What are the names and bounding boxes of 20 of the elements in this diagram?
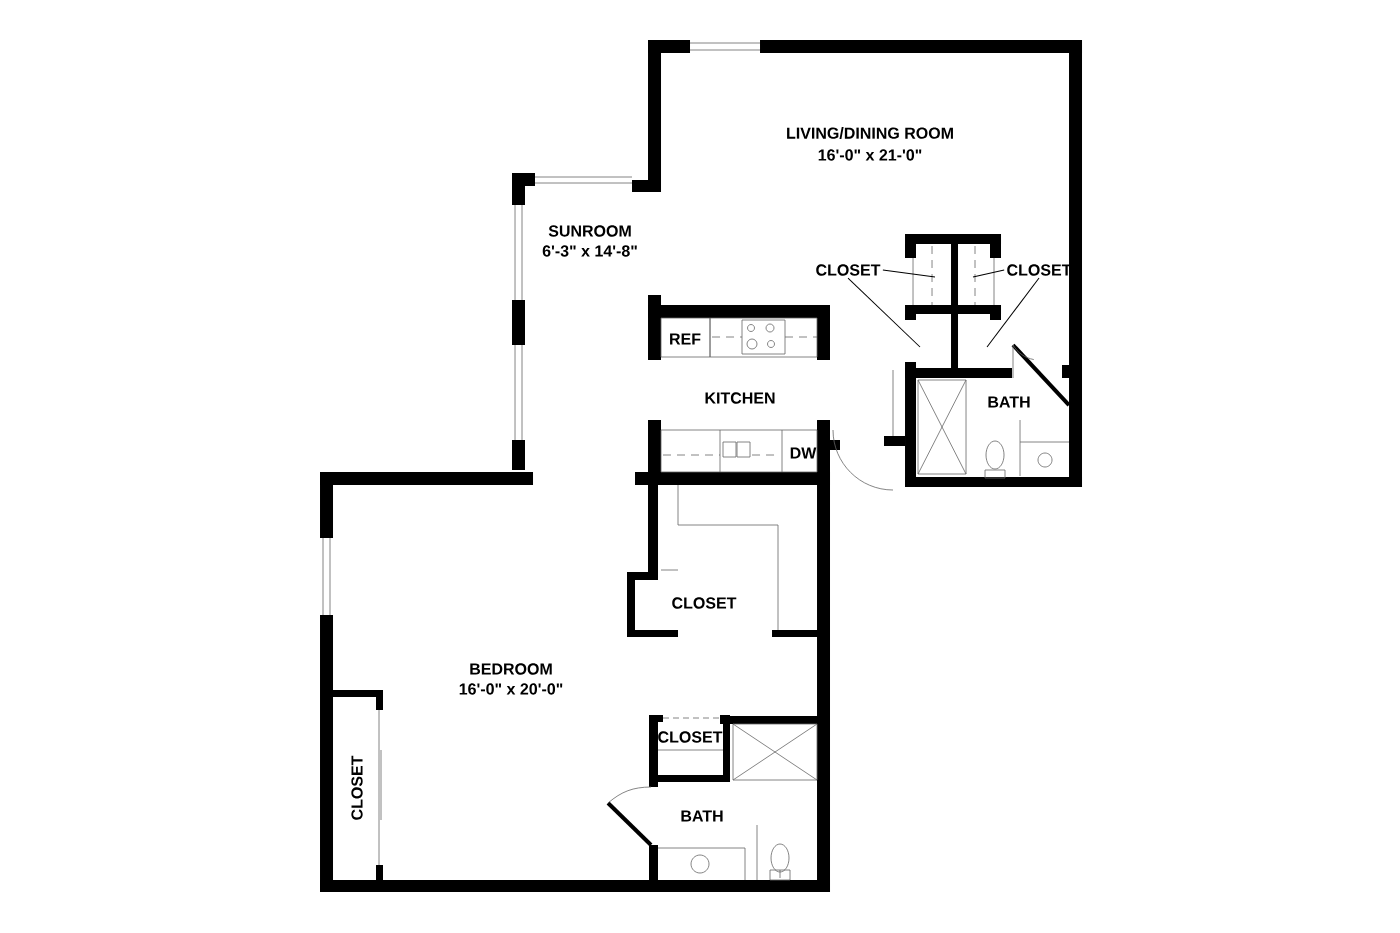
room-label: 6'-3" x 14'-8" bbox=[542, 245, 637, 257]
leader-line bbox=[847, 277, 921, 348]
room-label: 16'-0" x 21-'0" bbox=[818, 149, 922, 161]
room-label: REF bbox=[670, 333, 701, 345]
room-label: 16'-0" x 20'-0" bbox=[459, 683, 563, 695]
room-label: BATH bbox=[681, 810, 723, 822]
room-label: CLOSET bbox=[1007, 264, 1072, 276]
room-label: CLOSET bbox=[658, 731, 723, 743]
room-label: CLOSET bbox=[672, 597, 737, 609]
room-label: LIVING/DINING ROOM bbox=[787, 127, 953, 139]
room-label: CLOSET bbox=[816, 264, 881, 276]
leader-line bbox=[972, 269, 1005, 278]
leader-line bbox=[986, 277, 1040, 348]
room-label: KITCHEN bbox=[705, 392, 775, 404]
room-label: SUNROOM bbox=[548, 225, 631, 237]
room-label: CLOSET bbox=[351, 755, 363, 820]
room-label: BATH bbox=[988, 396, 1030, 408]
room-label: DW bbox=[790, 447, 817, 459]
room-label: BEDROOM bbox=[470, 663, 552, 675]
leader-line bbox=[882, 269, 936, 278]
